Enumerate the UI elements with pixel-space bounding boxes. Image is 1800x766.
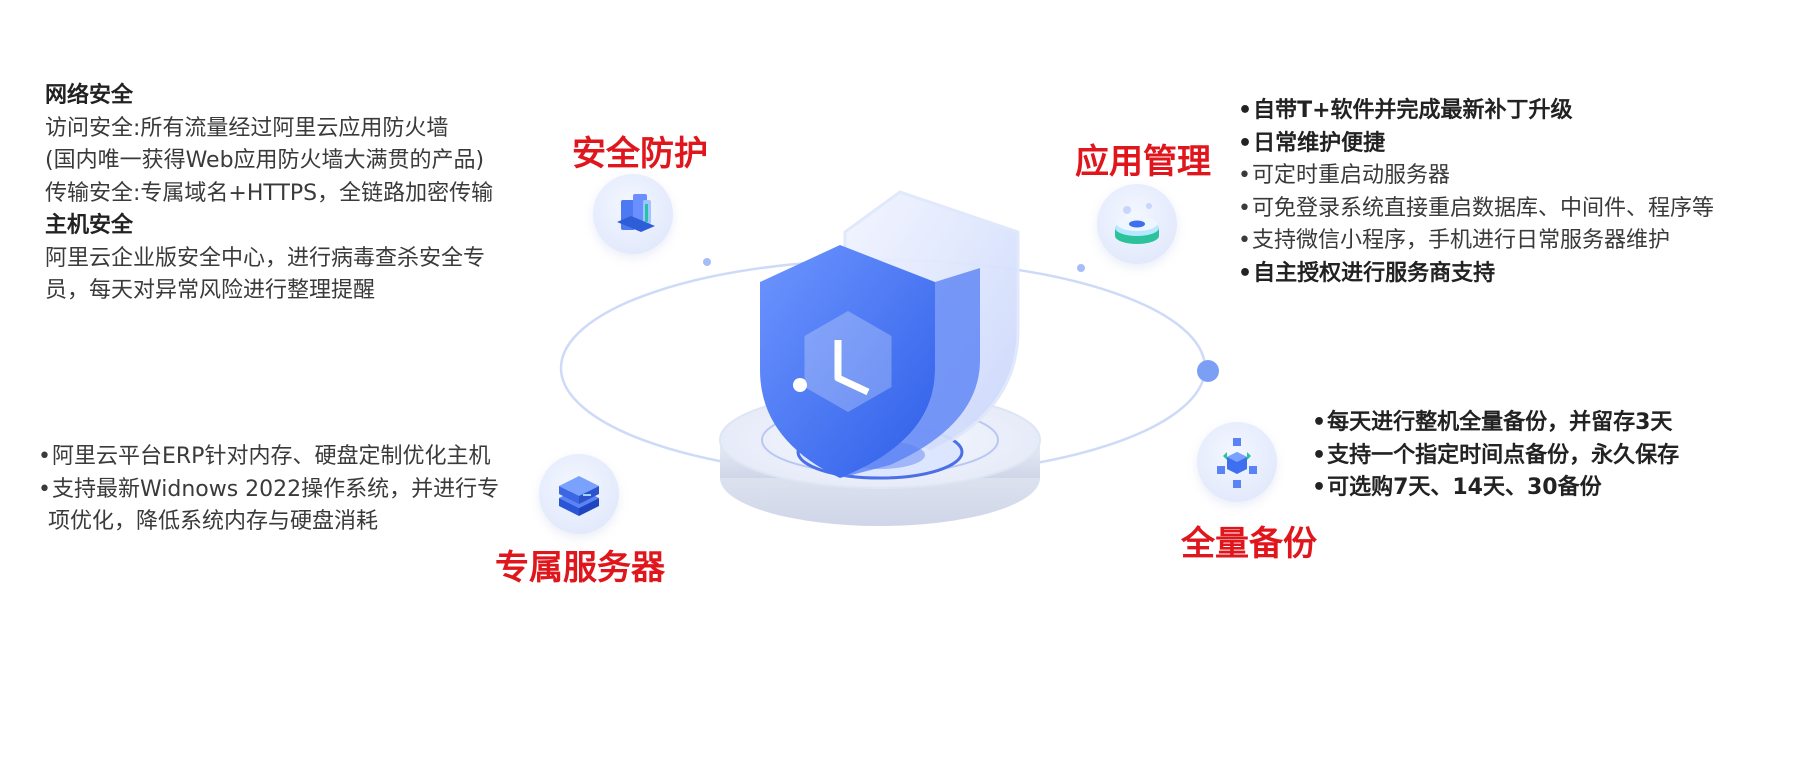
server-line: 项优化，降低系统内存与硬盘消耗 (48, 509, 379, 534)
backup-section: 每天进行整机全量备份，并留存3天支持一个指定时间点备份，永久保存可选购7天、14… (1312, 407, 1679, 505)
app-title: 应用管理 (1075, 142, 1211, 182)
backup-line: 每天进行整机全量备份，并留存3天 (1312, 407, 1679, 440)
security-line: (国内唯一获得Web应用防火墙大满贯的产品) (45, 148, 485, 173)
server-section: 阿里云平台ERP针对内存、硬盘定制优化主机支持最新Widnows 2022操作系… (38, 441, 499, 539)
app-lines: 自带T+软件并完成最新补丁升级日常维护便捷可定时重启动服务器可免登录系统直接重启… (1238, 95, 1714, 290)
security-lines: 网络安全访问安全:所有流量经过阿里云应用防火墙 (国内唯一获得Web应用防火墙大满… (45, 80, 493, 308)
security-line: 网络安全 (45, 83, 134, 108)
security-line: 阿里云企业版安全中心，进行病毒查杀安全专 (45, 245, 486, 271)
firewall-icon (593, 174, 673, 254)
server-line: 支持最新Widnows 2022操作系统，并进行专 (38, 474, 499, 507)
backup-title: 全量备份 (1181, 524, 1317, 564)
backup-line: 可选购7天、14天、30备份 (1312, 472, 1679, 505)
app-line: 自带T+软件并完成最新补丁升级 (1238, 95, 1714, 128)
shield-clock-icon (793, 310, 892, 413)
server-icon (539, 454, 619, 534)
security-line: 传输安全:专属域名+HTTPS，全链路加密传输 (45, 180, 494, 206)
server-lines: 阿里云平台ERP针对内存、硬盘定制优化主机支持最新Widnows 2022操作系… (38, 441, 499, 539)
orbit-dot (703, 258, 711, 266)
app-line: 可免登录系统直接重启数据库、中间件、程序等 (1238, 193, 1714, 226)
app-line: 自主授权进行服务商支持 (1238, 258, 1714, 291)
app-line: 可定时重启动服务器 (1238, 160, 1714, 193)
shield-front (760, 245, 935, 478)
server-title: 专属服务器 (495, 548, 665, 588)
app-line: 日常维护便捷 (1238, 128, 1714, 161)
security-title: 安全防护 (572, 134, 708, 174)
backup-line: 支持一个指定时间点备份，永久保存 (1312, 440, 1679, 473)
security-line: 访问安全:所有流量经过阿里云应用防火墙 (45, 115, 449, 141)
orbit-dot (1197, 360, 1219, 382)
orbit-dot (1077, 264, 1085, 272)
backup-cubes-icon (1197, 422, 1277, 502)
app-section: 自带T+软件并完成最新补丁升级日常维护便捷可定时重启动服务器可免登录系统直接重启… (1238, 95, 1714, 290)
app-database-icon (1097, 184, 1177, 264)
backup-lines: 每天进行整机全量备份，并留存3天支持一个指定时间点备份，永久保存可选购7天、14… (1312, 407, 1679, 505)
app-line: 支持微信小程序，手机进行日常服务器维护 (1238, 225, 1714, 258)
server-line: 阿里云平台ERP针对内存、硬盘定制优化主机 (38, 441, 499, 474)
security-section: 网络安全访问安全:所有流量经过阿里云应用防火墙 (国内唯一获得Web应用防火墙大满… (45, 80, 493, 308)
security-line: 员，每天对异常风险进行整理提醒 (45, 278, 376, 303)
security-line: 主机安全 (45, 213, 134, 238)
